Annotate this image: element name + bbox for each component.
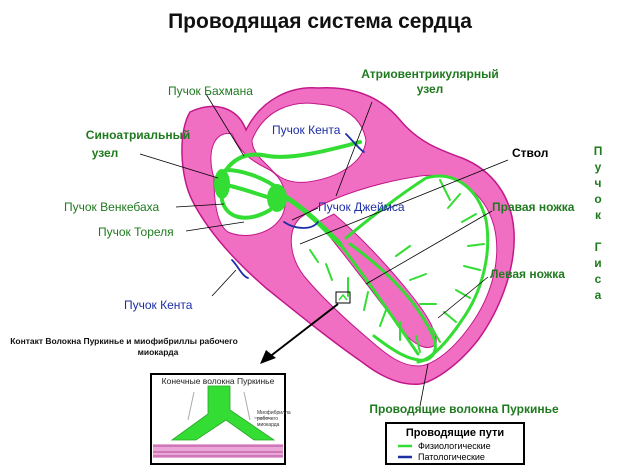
legend-title: Проводящие пути bbox=[406, 427, 504, 439]
legend: Проводящие пути Физиологические Патологи… bbox=[385, 422, 525, 465]
label-av-node-line2: узел bbox=[417, 82, 444, 96]
inset-label-terminal-fibers: Конечные волокна Пуркинье bbox=[162, 376, 275, 386]
purkinje-fiber bbox=[431, 327, 441, 343]
james-bundle bbox=[283, 221, 319, 229]
his-letter: П bbox=[594, 144, 603, 158]
his-letter: о bbox=[594, 192, 601, 206]
legend-item-pathological: Патологические bbox=[418, 452, 485, 462]
label-trunk: Ствол bbox=[512, 146, 548, 160]
his-bundle-trunk bbox=[281, 193, 343, 247]
his-letter: у bbox=[595, 160, 602, 174]
label-sa-node-line1: Синоатриальный bbox=[86, 128, 190, 142]
leader-left-bundle bbox=[437, 276, 489, 319]
sa-node bbox=[214, 169, 230, 199]
inset-caption-line2: миокарда bbox=[138, 347, 179, 357]
label-bachmann-bundle: Пучок Бахмана bbox=[168, 84, 253, 98]
label-av-node-line1: Атриовентрикулярный bbox=[361, 67, 499, 81]
purkinje-fiber bbox=[309, 249, 319, 263]
label-his-bundle-vertical: П у ч о к Г и с а bbox=[594, 144, 603, 302]
leader-av-node bbox=[335, 101, 373, 197]
right-bundle-branch-outer bbox=[348, 242, 437, 362]
inset-caption-line1: Контакт Волокна Пуркинье и миофибриллы р… bbox=[10, 336, 238, 346]
label-thorel-bundle: Пучок Тореля bbox=[98, 225, 174, 239]
leader-wenckebach bbox=[175, 203, 225, 208]
label-james-bundle: Пучок Джеймса bbox=[318, 200, 405, 214]
internodal-tract-posterior bbox=[220, 198, 272, 220]
kent-bundle-lower bbox=[231, 259, 249, 279]
inset-fiber-side bbox=[187, 391, 195, 421]
inset-arrow-head bbox=[260, 350, 276, 364]
av-node bbox=[267, 184, 287, 212]
leader-right-bundle bbox=[365, 210, 493, 285]
contact-point-fiber bbox=[338, 293, 348, 301]
his-letter: Г bbox=[595, 240, 602, 254]
purkinje-fiber bbox=[439, 179, 451, 201]
leader-bachmann bbox=[205, 93, 245, 157]
purkinje-fiber bbox=[463, 265, 481, 271]
right-bundle-branch bbox=[338, 242, 420, 356]
inset-label-myofibril-line2: рабочего bbox=[257, 416, 278, 422]
label-sa-node-line2: узел bbox=[92, 146, 119, 160]
his-letter: с bbox=[595, 272, 602, 286]
leader-thorel bbox=[185, 221, 245, 232]
his-letter: и bbox=[594, 256, 601, 270]
inset-arrow bbox=[267, 303, 339, 359]
inset-label-myofibril-line1: Миофибрилла bbox=[257, 410, 291, 416]
purkinje-fiber bbox=[447, 193, 461, 209]
inset-purkinje-fiber bbox=[170, 385, 276, 441]
purkinje-fiber bbox=[325, 263, 333, 281]
purkinje-fiber bbox=[455, 289, 471, 299]
left-atrium-cavity bbox=[251, 102, 367, 183]
label-kent-bundle-lower: Пучок Кента bbox=[124, 298, 193, 312]
purkinje-fiber bbox=[415, 335, 421, 353]
his-letter: ч bbox=[595, 176, 602, 190]
inset-myofibril bbox=[153, 444, 283, 458]
purkinje-fiber bbox=[379, 309, 387, 327]
purkinje-fiber bbox=[443, 311, 457, 323]
purkinje-fiber bbox=[409, 273, 427, 281]
label-left-bundle-branch: Левая ножка bbox=[490, 267, 565, 281]
purkinje-fiber bbox=[467, 243, 485, 247]
inset-panel bbox=[150, 373, 286, 465]
left-bundle-branch bbox=[344, 174, 490, 364]
leader-kent-lower bbox=[211, 269, 237, 297]
contact-point-marker bbox=[335, 291, 351, 304]
inset-label-myofibril-line3: миокарда bbox=[257, 422, 280, 428]
bachmann-bundle bbox=[224, 140, 362, 172]
his-letter: к bbox=[595, 208, 602, 222]
leader-lines bbox=[139, 93, 509, 407]
legend-item-physiological: Физиологические bbox=[418, 441, 491, 451]
leader-trunk bbox=[299, 159, 509, 245]
label-kent-bundle-upper: Пучок Кента bbox=[272, 123, 341, 137]
inset-fiber-side bbox=[243, 391, 251, 421]
label-purkinje-fibers: Проводящие волокна Пуркинье bbox=[369, 402, 559, 416]
leader-james bbox=[291, 207, 319, 221]
page-title: Проводящая система сердца bbox=[168, 10, 472, 33]
label-wenckebach-bundle: Пучок Венкебаха bbox=[64, 200, 160, 214]
purkinje-fiber bbox=[363, 291, 369, 311]
leader-sa-node bbox=[139, 153, 219, 179]
leader-purkinje bbox=[419, 363, 429, 407]
purkinje-fiber bbox=[395, 245, 411, 257]
label-right-bundle-branch: Правая ножка bbox=[492, 200, 575, 214]
purkinje-fiber bbox=[461, 213, 477, 223]
his-letter: а bbox=[595, 288, 602, 302]
